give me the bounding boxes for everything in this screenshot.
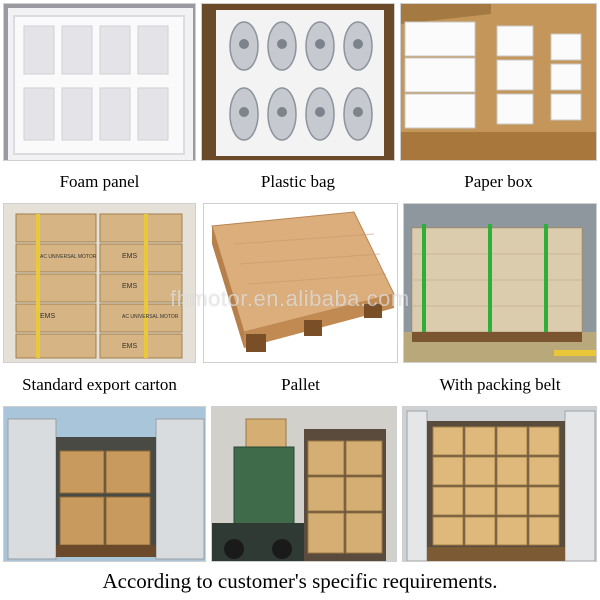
caption-packing-belt: With packing belt — [439, 375, 561, 394]
box-brand-mark: EMS — [122, 283, 138, 290]
caption-pallet: Pallet — [281, 375, 320, 394]
container-loading-photo-forklift — [211, 406, 397, 562]
packing-belt-photo — [403, 203, 597, 363]
box-brand-mark: EMS — [122, 253, 138, 260]
box-brand-mark: EMS — [122, 343, 138, 350]
container-loading-photo-left — [3, 406, 206, 562]
box-subline-mark: AC UNIVERSAL MOTOR — [122, 314, 179, 320]
box-brand-mark: EMS — [40, 313, 56, 320]
caption-foam-panel: Foam panel — [59, 172, 140, 191]
pallet-photo — [203, 203, 398, 363]
caption-export-carton: Standard export carton — [22, 375, 177, 394]
paper-box-photo — [400, 3, 597, 161]
foam-panel-photo — [3, 3, 196, 161]
container-loading-photo-right — [402, 406, 597, 562]
box-subline-mark: AC UNIVERSAL MOTOR — [40, 254, 97, 260]
plastic-bag-photo — [201, 3, 395, 161]
caption-paper-box: Paper box — [464, 172, 533, 191]
footer-caption: According to customer's specific require… — [102, 569, 498, 593]
export-carton-photo: EMS EMS EMS EMS AC UNIVERSAL MOTOR AC UN… — [3, 203, 196, 363]
caption-plastic-bag: Plastic bag — [260, 172, 336, 191]
